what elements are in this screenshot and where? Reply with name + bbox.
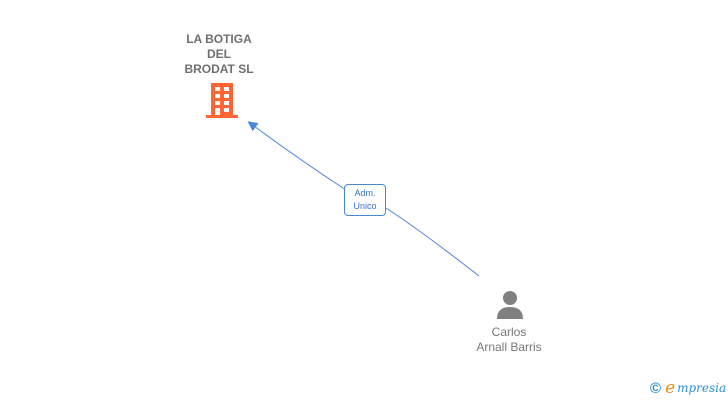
role-badge[interactable]: Adm. Unico bbox=[344, 184, 386, 216]
brand-e-letter: e bbox=[665, 378, 676, 398]
person-icon[interactable] bbox=[495, 289, 525, 319]
company-name-line-3: BRODAT SL bbox=[184, 62, 254, 76]
company-name-line-1: LA BOTIGA bbox=[186, 32, 252, 46]
role-line-1: Adm. bbox=[354, 188, 376, 198]
building-icon[interactable] bbox=[206, 83, 238, 119]
copyright-icon: © bbox=[650, 379, 662, 397]
company-name-line-2: DEL bbox=[207, 47, 231, 61]
role-line-2: Unico bbox=[353, 201, 377, 211]
person-name-line-2: Arnall Barris bbox=[476, 340, 542, 354]
person-name-line-1: Carlos bbox=[491, 325, 527, 339]
company-name[interactable]: LA BOTIGA DEL BRODAT SL bbox=[168, 32, 270, 77]
person-name[interactable]: Carlos Arnall Barris bbox=[458, 325, 560, 355]
brand-name: mpresia bbox=[677, 381, 727, 395]
